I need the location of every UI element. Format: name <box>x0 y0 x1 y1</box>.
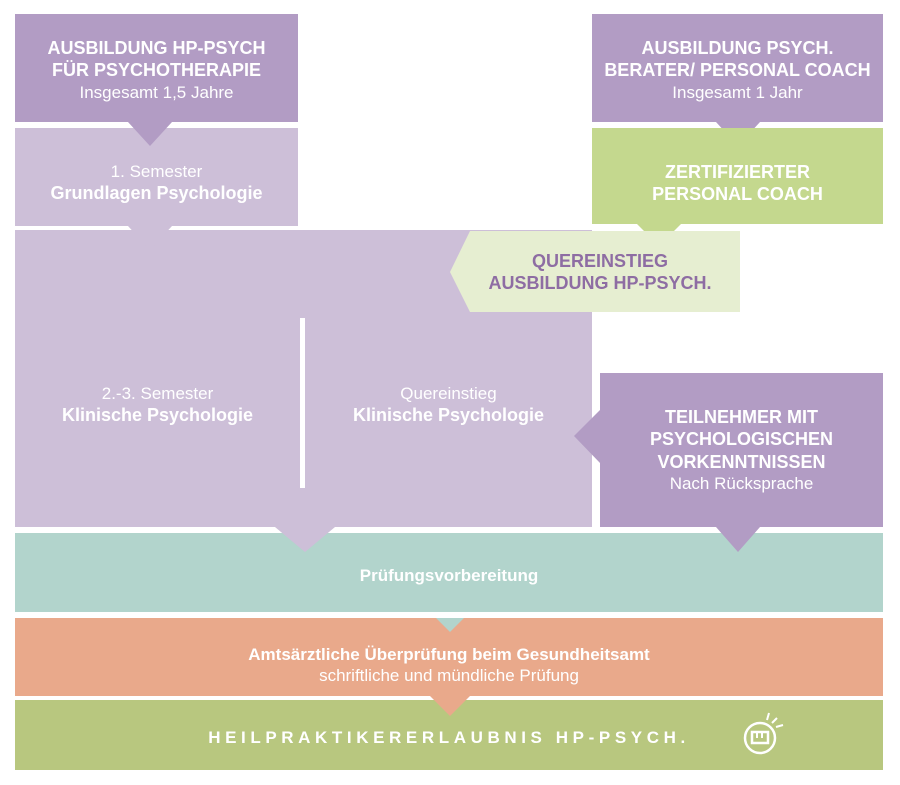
hp-psych-duration: Insgesamt 1,5 Jahre <box>79 82 234 102</box>
quereinstieg-block <box>450 231 740 312</box>
coach-title-1: AUSBILDUNG PSYCH. <box>641 37 834 58</box>
quereinstieg-klinisch-line-1: Quereinstieg <box>400 384 497 404</box>
column-divider <box>300 318 305 488</box>
coach-header <box>592 14 883 146</box>
semester23-number: 2.-3. Semester <box>101 384 214 404</box>
coach-header-text: AUSBILDUNG PSYCH. BERATER/ PERSONAL COAC… <box>592 30 883 110</box>
heilpraktiker-label: HEILPRAKTIKERERLAUBNIS HP-PSYCH. <box>208 728 690 748</box>
teilnehmer-line-2: PSYCHOLOGISCHEN <box>649 429 834 450</box>
pruefung-band <box>15 533 883 632</box>
quereinstieg-klinisch-text: Quereinstieg Klinische Psychologie <box>305 370 592 440</box>
certified-coach-text: ZERTIFIZIERTER PERSONAL COACH <box>592 148 883 218</box>
certified-coach-block <box>592 128 883 246</box>
quereinstieg-line-1: QUEREINSTIEG <box>531 250 669 271</box>
teilnehmer-text: TEILNEHMER MIT PSYCHOLOGISCHEN VORKENNTN… <box>600 398 883 502</box>
raised-fist-icon <box>743 712 784 755</box>
quereinstieg-text: QUEREINSTIEG AUSBILDUNG HP-PSYCH. <box>460 244 740 300</box>
semester1-text: 1. Semester Grundlagen Psychologie <box>15 148 298 218</box>
teilnehmer-block <box>574 373 883 552</box>
hp-psych-title-1: AUSBILDUNG HP-PSYCH <box>47 37 266 58</box>
heilpraktiker-band <box>15 700 883 770</box>
amtsaerztlich-text: Amtsärztliche Überprüfung beim Gesundhei… <box>15 638 883 692</box>
band-gap <box>15 612 883 618</box>
hp-psych-header-text: AUSBILDUNG HP-PSYCH FÜR PSYCHOTHERAPIE I… <box>15 30 298 110</box>
coach-duration: Insgesamt 1 Jahr <box>672 82 803 102</box>
amtsaerztlich-line-2: schriftliche und mündliche Prüfung <box>319 666 579 685</box>
teilnehmer-line-4: Nach Rücksprache <box>669 474 814 494</box>
pruefungsvorbereitung-text: Prüfungsvorbereitung <box>15 558 883 594</box>
semester23-subject: Klinische Psychologie <box>61 405 254 426</box>
semester23-text: 2.-3. Semester Klinische Psychologie <box>15 370 300 440</box>
quereinstieg-klinisch-line-2: Klinische Psychologie <box>352 405 545 426</box>
teilnehmer-line-3: VORKENNTNISSEN <box>657 451 826 472</box>
semester1-subject: Grundlagen Psychologie <box>50 183 263 204</box>
amtsaerztlich-line-1: Amtsärztliche Überprüfung beim Gesundhei… <box>248 644 650 664</box>
coach-title-2: BERATER/ PERSONAL COACH <box>604 60 871 81</box>
hp-psych-header <box>15 14 298 146</box>
semester1-block <box>15 128 298 250</box>
certified-line-2: PERSONAL COACH <box>652 184 823 204</box>
amtsaerztlich-band <box>15 618 883 716</box>
hp-psych-title-2: FÜR PSYCHOTHERAPIE <box>51 60 262 81</box>
certified-line-1: ZERTIFIZIERTER <box>665 161 810 182</box>
quereinstieg-line-2: AUSBILDUNG HP-PSYCH. <box>488 273 712 293</box>
pruefungsvorbereitung-label: Prüfungsvorbereitung <box>359 566 539 586</box>
teilnehmer-line-1: TEILNEHMER MIT <box>665 406 818 427</box>
heilpraktiker-text: HEILPRAKTIKERERLAUBNIS HP-PSYCH. <box>15 720 883 756</box>
semester1-number: 1. Semester <box>110 162 203 182</box>
